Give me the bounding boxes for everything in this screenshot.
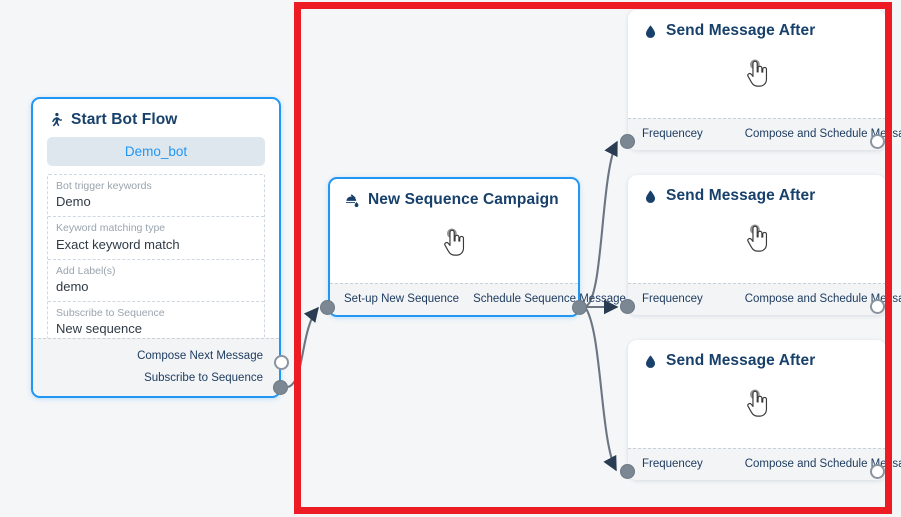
output-label-schedule-sequence-message: Schedule Sequence Message [473,292,626,305]
input-label-frequency: Frequencey [642,457,703,470]
edge-sequence-to-send-3 [584,306,617,472]
field-label: Bot trigger keywords [56,180,152,192]
bot-name-pill[interactable]: Demo_bot [47,137,265,166]
node-header: Send Message After [628,340,886,376]
input-port-setup-new-sequence[interactable] [320,300,335,315]
ink-pour-icon [344,192,361,209]
hand-pointer-cursor-icon [444,228,465,256]
output-port-schedule-sequence-message[interactable] [572,300,587,315]
water-drop-icon [642,353,659,370]
hand-pointer-cursor-icon [747,59,768,87]
output-port-subscribe-to-sequence[interactable] [273,380,288,395]
field-subscribe-to-sequence[interactable]: Subscribe to Sequence New sequence [48,302,264,343]
node-title: Send Message After [666,22,816,39]
field-add-labels[interactable]: Add Label(s) demo [48,260,264,303]
input-label-frequency: Frequencey [642,292,703,305]
node-send-message-after-3[interactable]: Send Message After Frequencey Compose an… [628,340,901,480]
water-drop-icon [642,188,659,205]
output-label-subscribe-to-sequence: Subscribe to Sequence [144,371,263,384]
node-title: Send Message After [666,187,816,204]
hand-pointer-cursor-icon [747,224,768,252]
input-label-frequency: Frequencey [642,127,703,140]
field-keyword-matching-type[interactable]: Keyword matching type Exact keyword matc… [48,217,264,260]
node-preview-area [330,215,578,271]
output-label-compose-and-schedule-message: Compose and Schedule Message [744,292,901,305]
output-port-compose-and-schedule-message-2[interactable] [870,299,885,314]
hand-pointer-cursor-icon [747,389,768,417]
water-drop-icon [642,23,659,40]
node-new-sequence-campaign[interactable]: New Sequence Campaign Set-up New Sequenc… [328,177,626,317]
field-value: Exact keyword match [56,236,180,252]
output-port-compose-and-schedule-message-1[interactable] [870,134,885,149]
edge-start-to-sequence [287,306,319,389]
output-label-compose-and-schedule-message: Compose and Schedule Message [744,457,901,470]
output-port-compose-next-message[interactable] [274,355,289,370]
node-body: Demo_bot Bot trigger keywords Demo Keywo… [33,137,279,352]
output-label-compose-next-message: Compose Next Message [137,350,263,362]
field-label: Subscribe to Sequence [56,307,165,320]
input-label-setup-new-sequence: Set-up New Sequence [344,292,460,305]
edge-sequence-to-send-1 [584,140,618,308]
node-preview-area [628,376,886,432]
input-port-frequency-1[interactable] [620,134,635,149]
field-label: Keyword matching type [56,222,166,235]
bot-fields-group: Bot trigger keywords Demo Keyword matchi… [47,174,265,345]
node-title: New Sequence Campaign [368,191,559,208]
node-footer: Compose Next Message Subscribe to Sequen… [33,338,279,396]
node-title: Send Message After [666,352,816,369]
node-header: Send Message After [628,175,886,211]
output-label-compose-and-schedule-message: Compose and Schedule Message [744,127,901,140]
node-preview-area [628,211,886,267]
node-footer: Set-up New Sequence Schedule Sequence Me… [330,283,626,315]
node-header: Send Message After [628,10,886,46]
output-port-compose-and-schedule-message-3[interactable] [870,464,885,479]
running-person-icon [47,112,64,129]
field-value: demo [56,278,89,294]
node-footer: Frequencey Compose and Schedule Message [628,448,901,480]
node-title: Start Bot Flow [71,111,178,128]
field-label: Add Label(s) [56,264,116,277]
field-value: New sequence [56,321,142,337]
node-preview-area [628,46,886,102]
node-header: New Sequence Campaign [330,179,578,215]
field-bot-trigger-keywords[interactable]: Bot trigger keywords Demo [48,175,264,218]
node-footer: Frequencey Compose and Schedule Message [628,118,901,150]
node-start-bot-flow[interactable]: Start Bot Flow Demo_bot Bot trigger keyw… [31,97,281,398]
node-footer: Frequencey Compose and Schedule Message [628,283,901,315]
field-value: Demo [56,194,91,210]
input-port-frequency-3[interactable] [620,464,635,479]
input-port-frequency-2[interactable] [620,299,635,314]
node-send-message-after-1[interactable]: Send Message After Frequencey Compose an… [628,10,901,150]
node-header: Start Bot Flow [33,99,279,135]
node-send-message-after-2[interactable]: Send Message After Frequencey Compose an… [628,175,901,315]
